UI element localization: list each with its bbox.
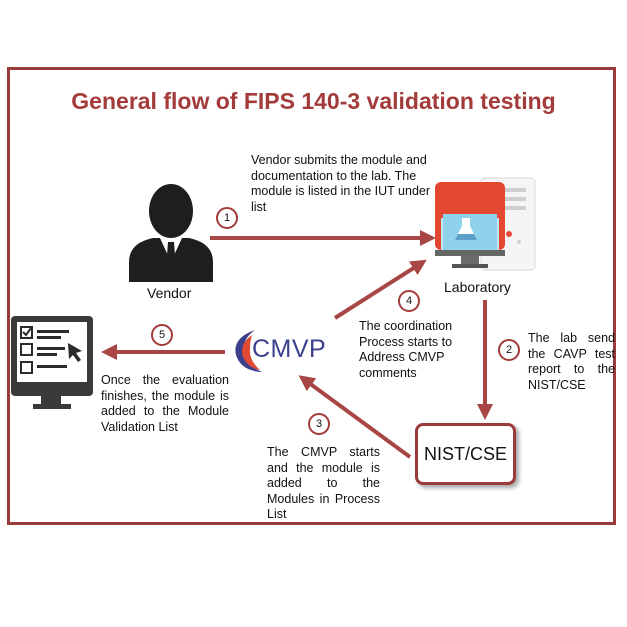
step-2-badge: 2 xyxy=(498,339,520,361)
nist-cse-box: NIST/CSE xyxy=(415,423,516,485)
step-4-text: The coordination Process starts to Addre… xyxy=(359,319,453,380)
step-4-badge: 4 xyxy=(398,290,420,312)
step-2-text: The lab send the CAVP test report to the… xyxy=(528,331,615,392)
step-1-text: Vendor submits the module and documentat… xyxy=(251,153,431,214)
laboratory-label: Laboratory xyxy=(444,279,511,295)
step-5-badge: 5 xyxy=(151,324,173,346)
nist-cse-label: NIST/CSE xyxy=(423,444,507,464)
step-1-badge: 1 xyxy=(216,207,238,229)
arrow-step-4 xyxy=(333,259,427,320)
vendor-label: Vendor xyxy=(147,285,192,301)
diagram-title: General flow of FIPS 140-3 validation te… xyxy=(71,88,556,114)
cmvp-label: CMVP xyxy=(252,335,327,363)
arrow-step-3 xyxy=(298,375,412,459)
step-5-text: Once the evaluation finishes, the module… xyxy=(101,373,229,434)
step-3-badge: 3 xyxy=(308,413,330,435)
step-3-text: The CMVP starts and the module is added … xyxy=(267,445,380,521)
